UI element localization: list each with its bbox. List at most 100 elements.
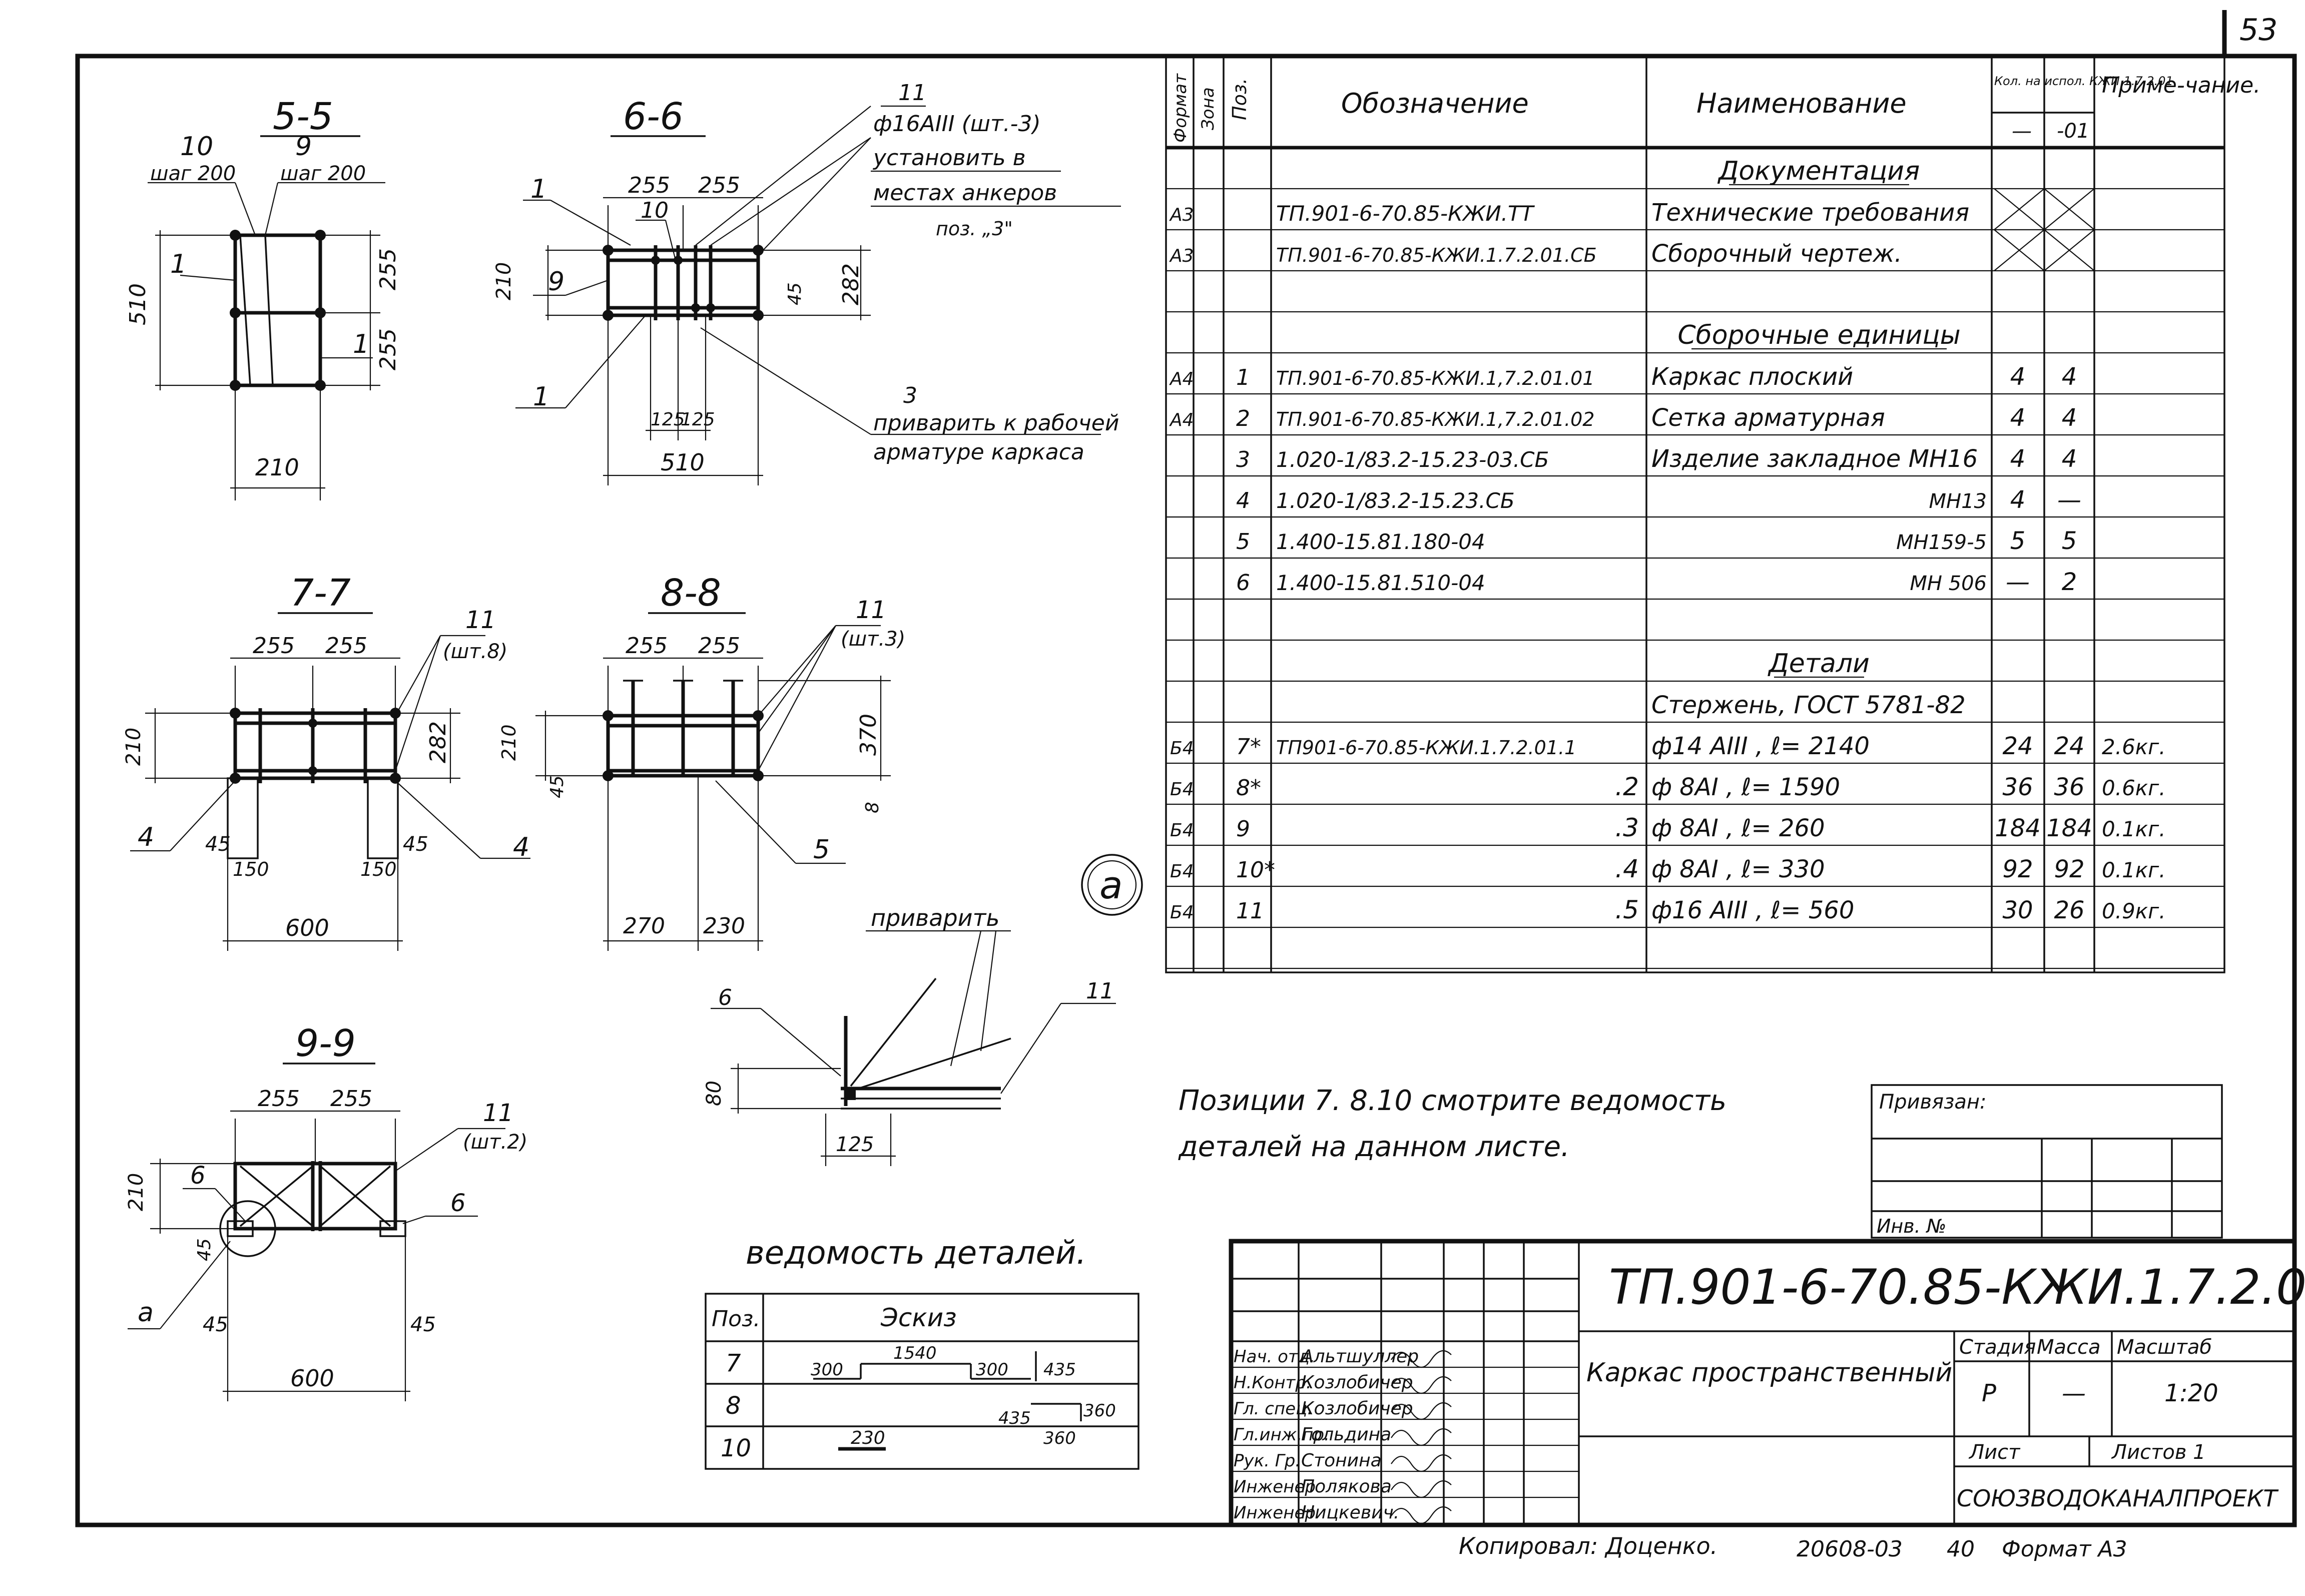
svg-text:360: 360 xyxy=(1083,1401,1116,1421)
spec-pos: 5 xyxy=(1236,529,1250,555)
svg-text:125: 125 xyxy=(651,409,685,430)
svg-text:45: 45 xyxy=(203,1313,228,1336)
spec-designation: 1.020-1/83.2-15.23.СБ xyxy=(1276,488,1515,513)
spec-qty-b: 36 xyxy=(2054,773,2084,801)
svg-text:210: 210 xyxy=(122,728,145,766)
section-9-9: 9-9 255 255 210 45 45 45 600 11 (шт.2) 6 xyxy=(125,1022,527,1401)
spec-name: ф 8АI , ℓ= 1590 xyxy=(1651,773,1840,801)
svg-text:300: 300 xyxy=(976,1360,1008,1380)
svg-text:Эскиз: Эскиз xyxy=(880,1303,957,1332)
spec-designation: .4 xyxy=(1615,854,1639,883)
spec-qty-b: — xyxy=(2057,486,2081,514)
spec-format: Б4 xyxy=(1170,861,1194,882)
svg-text:45: 45 xyxy=(205,833,231,856)
svg-text:370: 370 xyxy=(856,714,881,756)
svg-text:510: 510 xyxy=(125,283,151,325)
svg-text:11: 11 xyxy=(856,596,886,624)
svg-text:Лист: Лист xyxy=(1968,1441,2021,1464)
svg-text:125: 125 xyxy=(681,409,715,430)
svg-text:300: 300 xyxy=(811,1360,843,1380)
section-7-7: 7-7 255 255 210 282 45 150 150 45 600 xyxy=(122,572,530,951)
spec-note: 0.1кг. xyxy=(2102,858,2166,882)
svg-text:360: 360 xyxy=(1043,1428,1076,1448)
svg-text:10: 10 xyxy=(721,1434,751,1462)
svg-text:приварить к рабочей: приварить к рабочей xyxy=(873,410,1119,436)
svg-text:600: 600 xyxy=(290,1365,334,1392)
svg-text:255: 255 xyxy=(698,173,740,198)
svg-text:(шт.3): (шт.3) xyxy=(841,628,905,651)
signature xyxy=(1391,1454,1452,1472)
spec-designation: ТП.901-6-70.85-КЖИ.1,7.2.01.02 xyxy=(1276,408,1594,430)
signatory-name: Козлобичер xyxy=(1301,1398,1413,1419)
footer-line: Копировал: Доценко. 20608-03 40 Формат А… xyxy=(1459,1532,2127,1562)
spec-pos: 6 xyxy=(1236,570,1250,596)
svg-text:Стадия: Стадия xyxy=(1959,1336,2036,1359)
spec-format: А3 xyxy=(1169,246,1194,266)
spec-qty-a: 5 xyxy=(2010,527,2026,555)
section-title: 5-5 xyxy=(273,95,333,138)
detail-marker: а xyxy=(1099,863,1123,907)
svg-text:Привязан:: Привязан: xyxy=(1879,1091,1987,1114)
svg-text:10: 10 xyxy=(180,132,213,162)
svg-text:6-6: 6-6 xyxy=(623,95,684,138)
signature xyxy=(1391,1480,1452,1498)
spec-qty-b: 184 xyxy=(2046,814,2092,842)
svg-text:установить в: установить в xyxy=(872,145,1026,171)
signatory-name: Козлобичер xyxy=(1301,1372,1413,1393)
spec-name: ф16 АIII , ℓ= 560 xyxy=(1651,896,1854,924)
spec-pos: 1 xyxy=(1236,365,1250,390)
signatory-name: Стонина xyxy=(1301,1450,1382,1471)
svg-text:435: 435 xyxy=(998,1408,1031,1428)
svg-text:45: 45 xyxy=(785,282,805,305)
svg-text:210: 210 xyxy=(498,724,520,761)
svg-text:45: 45 xyxy=(547,775,567,798)
svg-text:а: а xyxy=(138,1298,154,1328)
spec-note: 0.9кг. xyxy=(2102,899,2166,923)
col-format-header: Формат xyxy=(1171,73,1191,143)
svg-text:255: 255 xyxy=(375,328,401,370)
spec-qty-b: 24 xyxy=(2054,732,2084,760)
spec-format: А3 xyxy=(1169,205,1194,225)
spec-name: МН 506 xyxy=(1910,572,1987,595)
spec-name: Каркас плоский xyxy=(1651,363,1853,391)
svg-text:230: 230 xyxy=(851,1428,885,1448)
spec-designation: .3 xyxy=(1615,813,1639,842)
spec-pos: 10* xyxy=(1236,857,1275,883)
spec-format: Б4 xyxy=(1170,779,1194,800)
svg-text:1540: 1540 xyxy=(893,1343,937,1363)
signatory-role: Рук. Гр. xyxy=(1234,1451,1301,1471)
spec-row: Документация xyxy=(1717,156,1920,186)
svg-text:4: 4 xyxy=(138,822,154,852)
spec-pos: 4 xyxy=(1236,488,1250,513)
svg-text:Р: Р xyxy=(1982,1379,1996,1407)
spec-designation: 1.400-15.81.180-04 xyxy=(1276,529,1485,554)
signatory-role: Нач. отд. xyxy=(1234,1347,1315,1367)
spec-qty-a: 4 xyxy=(2010,486,2026,514)
spec-name: Технические требования xyxy=(1651,199,1969,227)
title-block: Нач. отд.АльтшуллерН.Контр.КозлобичерГл.… xyxy=(1229,1239,2305,1527)
signatory-role: Инженер xyxy=(1234,1477,1316,1497)
spec-qty-b: 4 xyxy=(2062,363,2077,391)
svg-text:45: 45 xyxy=(403,833,428,856)
signatory-name: Гольдина xyxy=(1301,1424,1391,1445)
col-note-header: Приме-чание. xyxy=(2102,73,2260,98)
spec-note: 2.6кг. xyxy=(2102,735,2166,759)
signatory-name: Ницкевич. xyxy=(1301,1502,1399,1523)
svg-text:арматуре каркаса: арматуре каркаса xyxy=(873,439,1084,465)
spec-section-title: Сборочные единицы xyxy=(1677,320,1960,350)
svg-text:1: 1 xyxy=(353,329,369,359)
spec-name: Стержень, ГОСТ 5781-82 xyxy=(1651,691,1966,719)
spec-name: Сетка арматурная xyxy=(1651,404,1885,432)
svg-text:—: — xyxy=(2062,1379,2086,1407)
signatory-role: Гл. спец. xyxy=(1234,1399,1313,1419)
signatory-role: Н.Контр. xyxy=(1234,1373,1312,1393)
spec-row: Сборочные единицы xyxy=(1677,320,1960,350)
col-qty-header: Кол. на испол. КЖИ 1.7.2.01 xyxy=(1994,74,2173,88)
